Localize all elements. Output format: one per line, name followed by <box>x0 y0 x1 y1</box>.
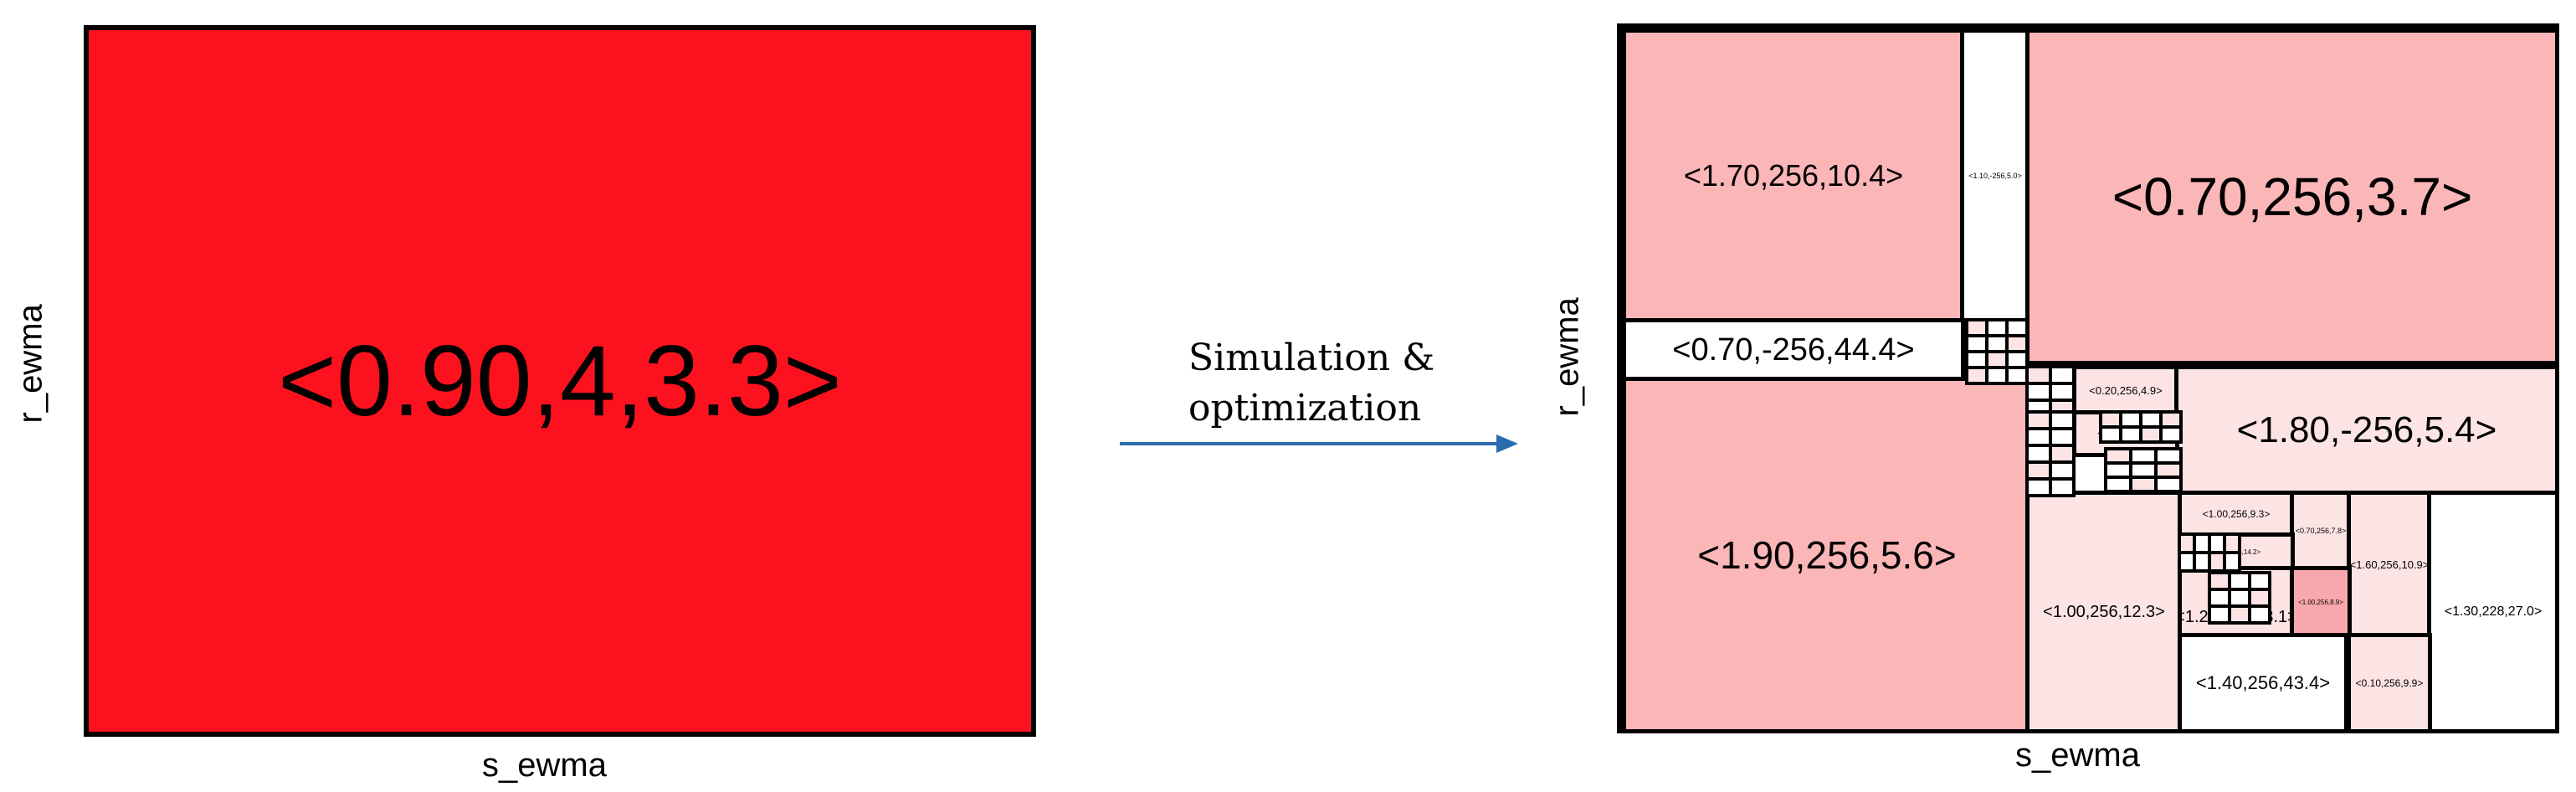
partition-region-label: <0.10,256,9.9> <box>2355 677 2424 689</box>
before-partition-panel: <0.90,4,3.3> <box>84 25 1036 737</box>
partition-region-label: <1.60,256,10.9> <box>2349 558 2430 571</box>
fine-partition-cell <box>2248 604 2271 625</box>
partition-region: <1.00,256,9.3> <box>2178 491 2295 537</box>
partition-region: <1.10,-256,5.0> <box>1960 28 2030 323</box>
partition-region-label: <1.30,228,27.0> <box>2444 604 2543 619</box>
partition-region: <0.70,256,3.7> <box>2025 28 2559 365</box>
fine-partition-cell <box>2154 476 2183 493</box>
regions-host: <1.70,256,10.4> <1.10,-256,5.0> <0.70,256,… <box>1622 28 2559 733</box>
fine-partition-cell <box>2228 604 2251 625</box>
left-x-axis-label: s_ewma <box>482 747 607 784</box>
left-y-axis-label: r_ewma <box>12 304 49 424</box>
partition-region-label: <0.20,256,4.9> <box>2089 383 2163 397</box>
fine-partition-cell <box>2208 604 2231 625</box>
arrow-caption: Simulation & optimization <box>1188 333 1434 434</box>
fine-partition-cell <box>2104 476 2132 493</box>
before-region-label: <0.90,4,3.3> <box>278 325 842 437</box>
partition-region-label: <0.70,256,7.8> <box>2295 527 2347 535</box>
partition-region-label: <1.00,256,9.3> <box>2202 508 2271 520</box>
partition-region-label: <1.00,256,8.9> <box>2298 598 2343 606</box>
transition-arrow <box>1120 435 1518 453</box>
partition-region-label: <1.10,-256,5.0> <box>1968 172 2022 180</box>
arrow-head <box>1496 435 1518 453</box>
partition-region-label: <0.70,-256,44.4> <box>1672 332 1915 368</box>
fine-grid-host <box>1622 28 2554 728</box>
partition-region: <1.40,256,43.4> <box>2178 633 2348 733</box>
partition-region-label: <1.80,-256,5.4> <box>2236 409 2497 450</box>
fine-partition-cell <box>2223 551 2241 573</box>
right-x-axis-label: s_ewma <box>2015 737 2140 774</box>
partition-region-label: <1.40,256,43.4> <box>2195 672 2331 693</box>
partition-region: <1.30,228,27.0> <box>2427 491 2559 733</box>
partition-region-label: <1.90,256,5.6> <box>1697 533 1957 577</box>
arrow-caption-line-1: Simulation & <box>1188 337 1435 379</box>
arrow-caption-line-2: optimization <box>1188 387 1422 429</box>
after-partition-panel: <1.70,256,10.4> <1.10,-256,5.0> <0.70,256,… <box>1617 23 2559 733</box>
fine-partition-cell <box>2025 477 2052 497</box>
fine-partition-cell <box>2159 425 2183 444</box>
partition-region-label: <1.70,256,10.4> <box>1683 158 1904 193</box>
fine-partition-cell <box>2129 476 2158 493</box>
partition-region: <1.90,256,5.6> <box>1622 377 2032 733</box>
partition-region: <1.00,256,8.9> <box>2290 566 2352 638</box>
fine-partition-cell <box>2049 477 2076 497</box>
partition-region-label: <0.70,256,3.7> <box>2112 167 2473 227</box>
partition-region: <0.10,256,9.9> <box>2347 633 2432 733</box>
right-y-axis-label: r_ewma <box>1548 297 1586 417</box>
partition-region-label: <1.00,256,12.3> <box>2043 602 2165 621</box>
